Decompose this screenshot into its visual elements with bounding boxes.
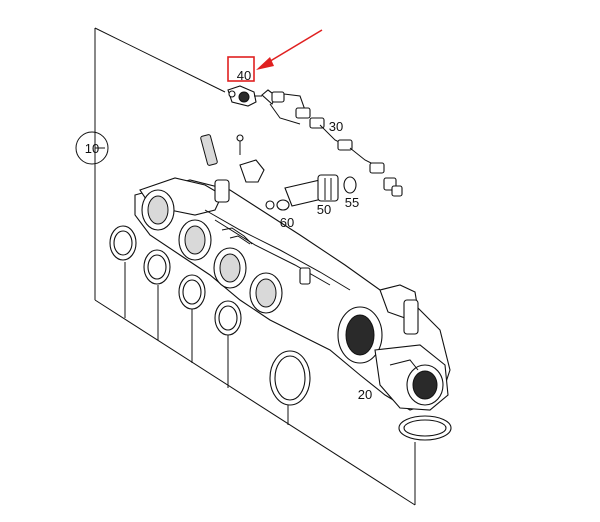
callout-40: 40 (237, 68, 251, 83)
vacuum-line-assembly (261, 89, 403, 197)
o-ring-55 (343, 176, 357, 194)
sensor-part-40 (227, 85, 262, 107)
callout-55: 55 (345, 195, 359, 210)
callout-10: 10 (85, 141, 99, 156)
callout-30: 30 (329, 119, 343, 134)
o-ring-60 (276, 199, 290, 211)
valve-part-50 (284, 174, 339, 207)
throttle-gasket (269, 350, 311, 406)
callout-10-circle (75, 131, 109, 165)
highlight-arrow (256, 29, 323, 70)
highlight-box (227, 56, 255, 82)
callout-50: 50 (317, 202, 331, 217)
callout-20: 20 (358, 387, 372, 402)
gasket-leaders (124, 262, 289, 425)
throttle-body (337, 306, 449, 411)
fasteners (200, 134, 275, 210)
intake-port-gaskets (109, 225, 242, 336)
callout-60: 60 (280, 215, 294, 230)
outlet-gasket (398, 415, 452, 441)
